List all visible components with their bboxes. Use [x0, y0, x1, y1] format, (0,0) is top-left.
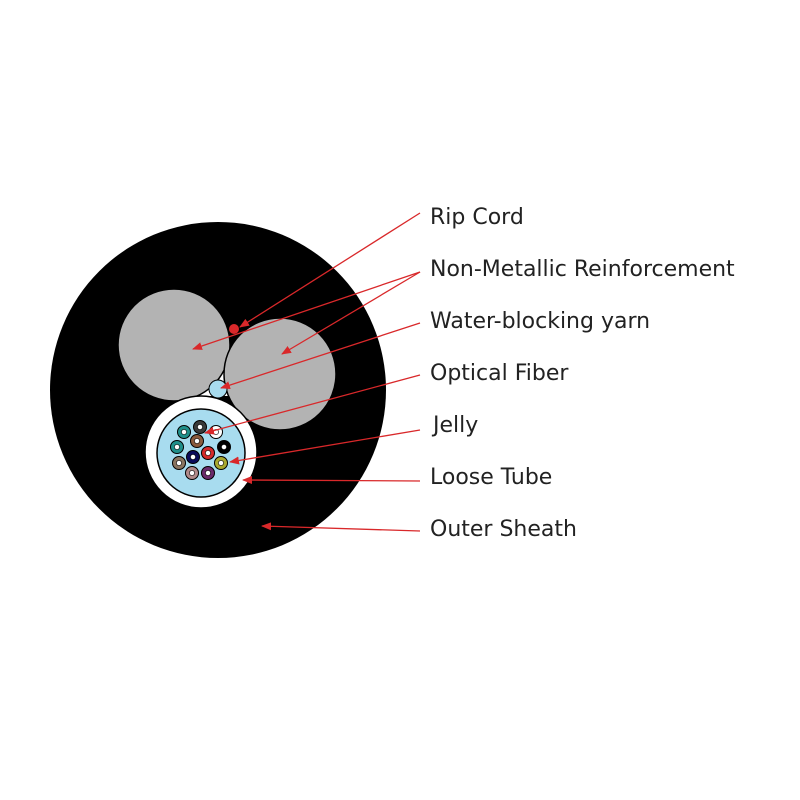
reinforcement-rod-left	[117, 288, 231, 402]
reinforcement-rod-right	[223, 317, 337, 431]
fiber-core	[205, 470, 211, 476]
arrow-water-yarn	[220, 322, 421, 390]
label-rip-cord: Rip Cord	[430, 205, 524, 230]
fiber-core	[205, 450, 211, 456]
label-optical-fiber: Optical Fiber	[430, 361, 569, 386]
rip-cord	[229, 324, 239, 334]
label-outer-sheath: Outer Sheath	[430, 517, 577, 542]
arrow-rip-cord	[239, 212, 421, 328]
arrow-optical-fiber	[204, 374, 421, 435]
label-loose-tube: Loose Tube	[430, 465, 553, 490]
label-water-yarn: Water-blocking yarn	[430, 309, 651, 334]
fiber-core	[190, 454, 196, 460]
fiber-core	[218, 460, 224, 466]
arrows	[192, 212, 421, 532]
arrow-jelly	[229, 429, 421, 465]
arrow-loose-tube	[242, 476, 421, 485]
arrow-reinforcement-left	[192, 271, 421, 350]
fiber-core	[189, 470, 195, 476]
arrow-outer-sheath	[261, 522, 421, 532]
fiber-core	[194, 438, 200, 444]
label-reinforcement: Non-Metallic Reinforcement	[430, 257, 735, 282]
arrow-reinforcement-right	[281, 271, 421, 355]
label-jelly: Jelly	[433, 413, 479, 438]
water-blocking-yarn	[208, 379, 228, 399]
fiber-core	[174, 444, 180, 450]
fiber-core	[221, 444, 227, 450]
fiber-core	[197, 424, 203, 430]
fiber-core	[181, 429, 187, 435]
fiber-core	[176, 460, 182, 466]
